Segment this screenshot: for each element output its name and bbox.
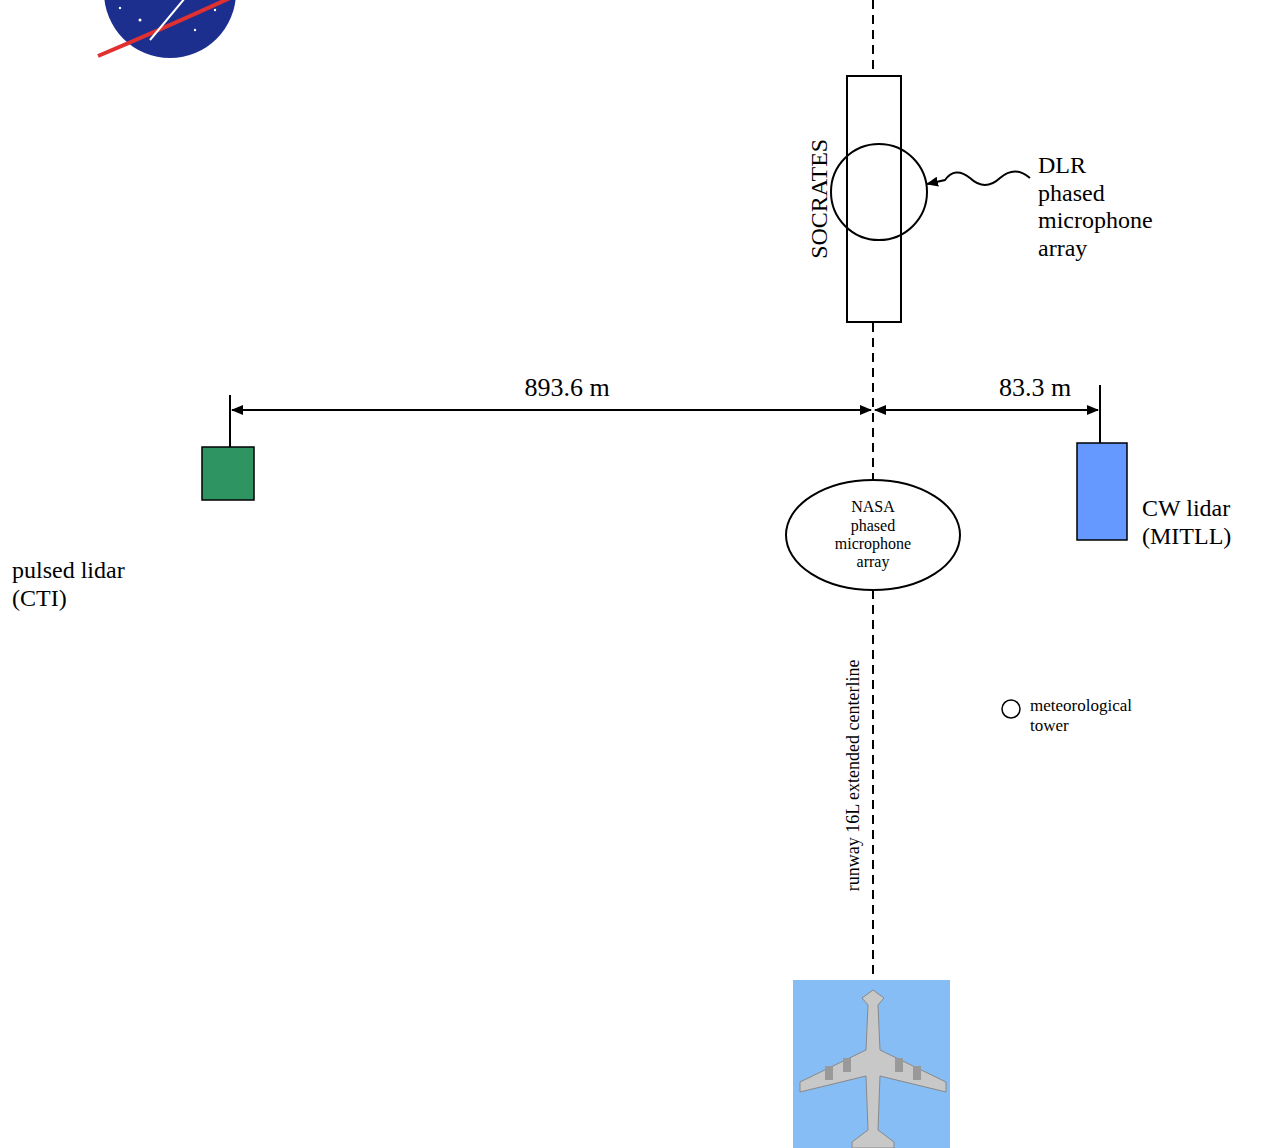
nasa-logo (98, 0, 236, 58)
dimension-label: 83.3 m (999, 373, 1071, 403)
cw-lidar-label: CW lidar (MITLL) (1142, 495, 1262, 550)
node-heading: SOCRATES (806, 139, 834, 259)
cw-lidar-symbol (1077, 443, 1127, 540)
tower-symbol (1002, 700, 1020, 718)
leader-line (927, 172, 1030, 186)
tower-label: meteorological tower (1030, 696, 1132, 735)
airplane-picture (793, 980, 950, 1148)
pulsed-lidar-label: pulsed lidar (CTI) (12, 557, 162, 612)
dimension-label: 893.6 m (524, 373, 609, 403)
nasa-array-ellipse: NASA phased microphone array (785, 479, 961, 591)
dlr-array-label: DLR phased microphone array (1038, 152, 1153, 262)
pulsed-lidar-symbol (202, 447, 254, 500)
runway-label: runway 16L extended centerline (843, 659, 864, 891)
dimension-lines (230, 385, 1100, 447)
socrates-box: SOCRATES (846, 75, 902, 323)
node-label: NASA phased microphone array (835, 498, 911, 572)
